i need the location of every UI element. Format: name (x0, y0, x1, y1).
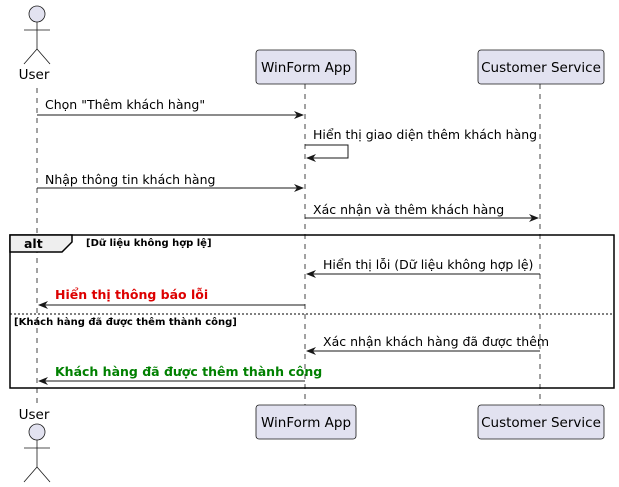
participant-app-label-bottom: WinForm App (261, 415, 351, 431)
actor-user-bottom (23, 423, 51, 483)
message-8-label: Khách hàng đã được thêm thành công (55, 364, 322, 379)
message-4-label: Xác nhận và thêm khách hàng (313, 202, 504, 217)
participant-service-box-top (477, 49, 605, 85)
alt-fragment-frame (9, 234, 615, 389)
message-7-label: Xác nhận khách hàng đã được thêm (323, 334, 549, 349)
message-6-label: Hiển thị thông báo lỗi (55, 287, 208, 302)
participant-app-label-top: WinForm App (261, 60, 351, 76)
participant-app-box-bottom (255, 404, 357, 440)
participant-user-label-bottom: User (19, 407, 50, 423)
alt-keyword: alt (24, 236, 43, 251)
participant-app-box-top (255, 49, 357, 85)
message-3-label: Nhập thông tin khách hàng (45, 172, 215, 187)
message-5-label: Hiển thị lỗi (Dữ liệu không hợp lệ) (323, 257, 533, 272)
message-2-arrow (305, 144, 349, 162)
participant-service-box-bottom (477, 404, 605, 440)
actor-user-top (23, 5, 51, 65)
participant-service-label-bottom: Customer Service (481, 415, 601, 431)
message-1-label: Chọn "Thêm khách hàng" (45, 97, 205, 112)
participant-user-label-top: User (19, 67, 50, 83)
participant-service-label-top: Customer Service (481, 60, 601, 76)
alt-guard-1: [Dữ liệu không hợp lệ] (86, 237, 212, 249)
message-2-label: Hiển thị giao diện thêm khách hàng (313, 127, 537, 142)
alt-guard-2: [Khách hàng đã được thêm thành công] (14, 316, 237, 328)
alt-fragment-tab (9, 234, 73, 253)
